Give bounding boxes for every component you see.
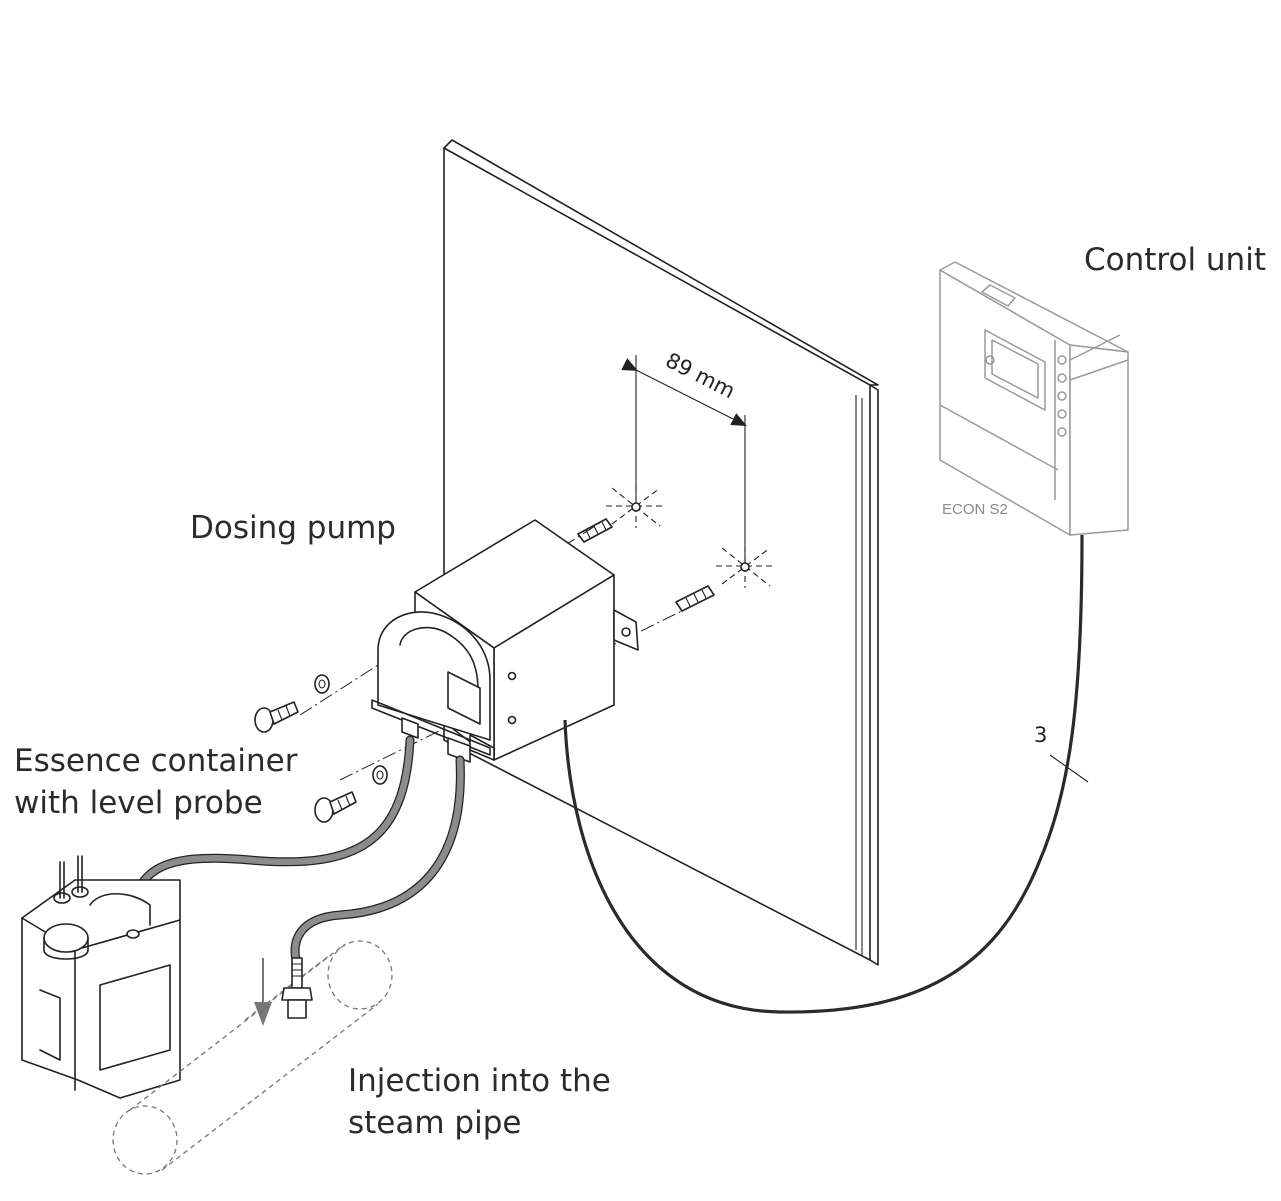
control-unit-label: Control unit bbox=[1084, 242, 1266, 278]
pump-cable: 3 bbox=[563, 534, 1089, 1014]
injection-label-line1: Injection into the bbox=[348, 1063, 611, 1099]
dosing-pump-label: Dosing pump bbox=[190, 510, 396, 546]
screw-upper bbox=[254, 674, 330, 733]
control-unit: ECON S2 bbox=[939, 261, 1129, 536]
essence-container bbox=[21, 855, 181, 1099]
essence-container-label-line1: Essence container bbox=[14, 743, 298, 779]
wall-plug-upper bbox=[577, 518, 613, 543]
cable-number: 3 bbox=[1034, 723, 1047, 747]
injection-tube bbox=[290, 755, 465, 965]
injection-nozzle bbox=[281, 957, 313, 1019]
drill-hole-upper bbox=[606, 486, 666, 528]
steam-pipe bbox=[112, 940, 393, 1175]
injection-label-line2: steam pipe bbox=[348, 1105, 521, 1141]
device-model-label: ECON S2 bbox=[942, 501, 1008, 518]
dosing-pump bbox=[371, 519, 639, 763]
screw-lower bbox=[314, 765, 388, 823]
wall-panel bbox=[443, 139, 879, 966]
essence-container-label-line2: with level probe bbox=[14, 785, 263, 821]
injection-arrow bbox=[254, 958, 272, 1026]
drill-hole-lower bbox=[716, 546, 776, 588]
